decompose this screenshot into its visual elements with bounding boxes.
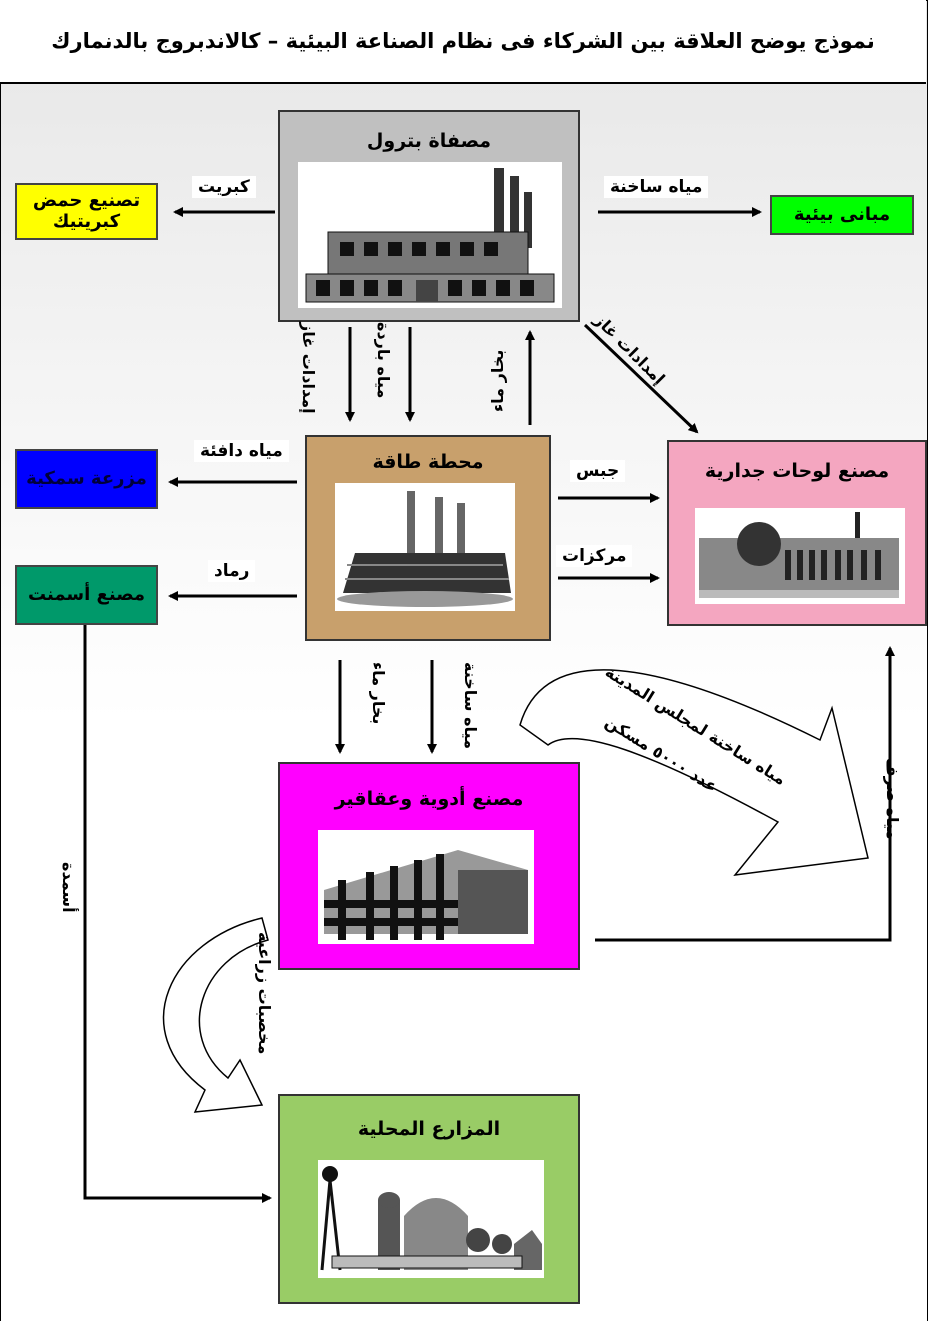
- label-ash: رماد: [208, 560, 256, 582]
- box-environmental-buildings: مبانى بيئية: [770, 195, 914, 235]
- arrow-waste-water: [595, 646, 895, 942]
- label-steam-to-pharma: بخار ماء: [369, 662, 388, 725]
- label-hot-water-buildings: مياه ساخنة: [604, 176, 709, 198]
- node-local-farms: المزارع المحلية: [278, 1094, 580, 1304]
- label-gypsum: جبس: [570, 460, 626, 482]
- arrow-city-hot-water: [519, 669, 869, 876]
- node-wallboard-factory: مصنع لوحات جدارية: [667, 440, 927, 626]
- label-warm-water: مياه دافئة: [194, 440, 289, 462]
- label-fertilizers: أسمدة: [59, 862, 78, 913]
- node-refinery: مصفاة بترول: [278, 110, 580, 322]
- box-fish-farm: مزرعة سمكية: [15, 449, 158, 509]
- box-cement-factory-label: مصنع أسمنت: [27, 583, 146, 605]
- arrow-agri-fertilizers: [163, 917, 269, 1113]
- label-cold-water: مياه باردة: [374, 322, 393, 399]
- refinery-building-icon: [298, 162, 562, 308]
- farm-icon: [318, 1160, 544, 1278]
- node-local-farms-label: المزارع المحلية: [357, 1118, 501, 1140]
- box-fish-farm-label: مزرعة سمكية: [26, 467, 147, 489]
- node-power-station: محطة طاقة: [305, 435, 551, 641]
- label-steam-to-refinery: بخار ماء: [488, 349, 507, 412]
- label-hot-water-pharma: مياه ساخنة: [461, 662, 480, 749]
- power-plant-icon: [335, 483, 515, 611]
- label-gas-supply-power: إمدادات غاز: [299, 322, 318, 414]
- box-cement-factory: مصنع أسمنت: [15, 565, 158, 625]
- title-bar: نموذج يوضح العلاقة بين الشركاء فى نظام ا…: [0, 0, 926, 84]
- label-waste-water: مياه صرف: [883, 758, 902, 840]
- box-sulfuric-acid: تصنيع حمض كبريتيك: [15, 183, 158, 240]
- node-pharma-factory-label: مصنع أدوية وعقاقير: [334, 788, 524, 810]
- box-sulfuric-acid-label: تصنيع حمض كبريتيك: [32, 189, 141, 232]
- label-sulfur: كبريت: [192, 176, 256, 198]
- arrow-fertilizers: [83, 625, 272, 1203]
- factory-icon: [695, 508, 905, 604]
- diagram-title: نموذج يوضح العلاقة بين الشركاء فى نظام ا…: [51, 29, 875, 53]
- box-environmental-buildings-label: مبانى بيئية: [793, 203, 891, 225]
- node-wallboard-factory-label: مصنع لوحات جدارية: [704, 460, 890, 482]
- node-refinery-label: مصفاة بترول: [366, 130, 492, 152]
- node-power-station-label: محطة طاقة: [372, 451, 484, 473]
- label-concentrates: مركزات: [556, 545, 633, 567]
- pharma-building-icon: [318, 830, 534, 944]
- label-agri-fertilizers: مخصبات زراعية: [255, 932, 274, 1055]
- arrow-gas-supply-wallboard: [583, 323, 699, 434]
- node-pharma-factory: مصنع أدوية وعقاقير: [278, 762, 580, 970]
